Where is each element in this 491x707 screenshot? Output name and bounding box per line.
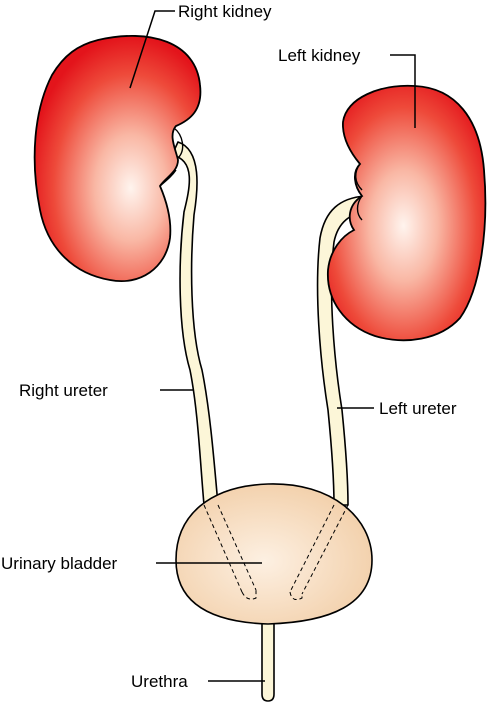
urinary-bladder-label: Urinary bladder: [1, 554, 118, 573]
right-kidney-label: Right kidney: [178, 2, 272, 21]
ureter-intramural-dashes: [203, 504, 349, 600]
urinary-bladder-shape: [175, 483, 373, 625]
left-kidney-leader: [390, 54, 416, 128]
urethra-label: Urethra: [131, 672, 188, 691]
urethra-shape: [261, 599, 275, 702]
right-kidney-hilum-line-2: [159, 169, 177, 187]
left-ureter-label: Left ureter: [379, 399, 457, 418]
right-ureter-label: Right ureter: [19, 381, 108, 400]
left-kidney-label: Left kidney: [278, 46, 361, 65]
leader-lines: [129, 10, 416, 682]
right-kidney-leader: [129, 10, 175, 89]
left-kidney-hilum-line-2: [355, 163, 363, 191]
right-kidney-hilum-line: [173, 127, 184, 159]
left-kidney-hilum-line: [356, 195, 363, 221]
left-kidney-shape: [327, 84, 487, 342]
right-kidney-shape: [33, 34, 202, 282]
right-ureter-shape: [171, 141, 219, 506]
